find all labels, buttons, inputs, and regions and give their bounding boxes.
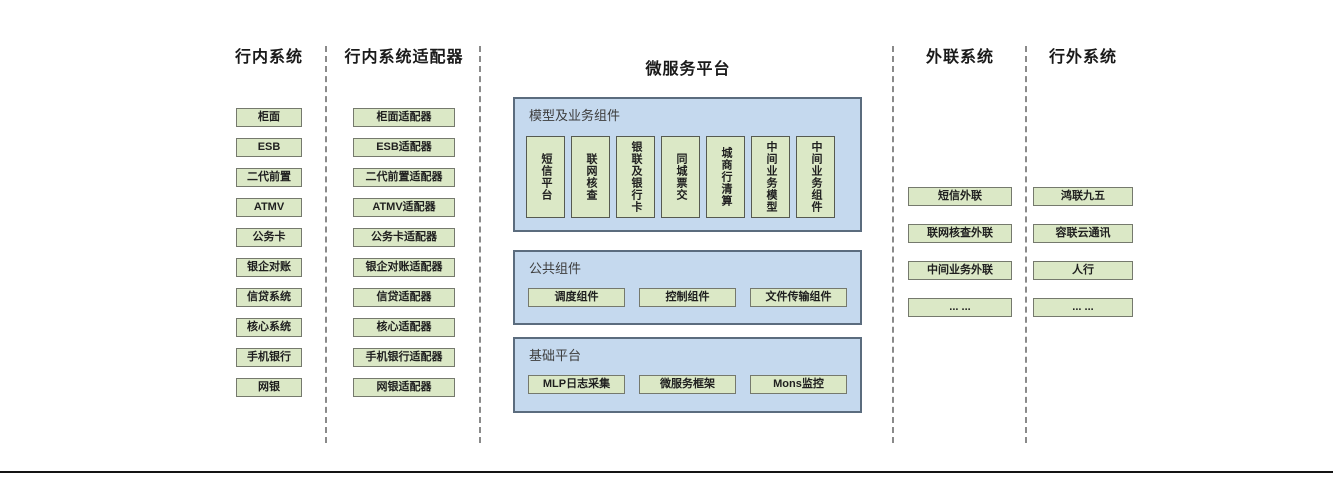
outside-systems-list: 鸿联九五 容联云通讯 人行 ... ... <box>1030 187 1136 335</box>
external-link-box: ... ... <box>908 298 1012 317</box>
system-box: 手机银行 <box>236 348 302 367</box>
adapter-box: 网银适配器 <box>353 378 455 397</box>
base-platform-panel: 基础平台 MLP日志采集 微服务框架 Mons监控 <box>513 337 862 413</box>
column-title: 外联系统 <box>925 49 994 66</box>
adapter-box: 银企对账适配器 <box>353 258 455 277</box>
component-box: 中间业务组件 <box>796 136 835 218</box>
system-box: 公务卡 <box>236 228 302 247</box>
component-box: 短信平台 <box>526 136 565 218</box>
system-box: 信贷系统 <box>236 288 302 307</box>
adapter-box: 核心适配器 <box>353 318 455 337</box>
panel-label: 模型及业务组件 <box>529 108 621 123</box>
component-box: 控制组件 <box>639 288 736 307</box>
column-internal-adapters: 行内系统适配器 柜面适配器 ESB适配器 二代前置适配器 ATMV适配器 公务卡… <box>340 48 468 408</box>
external-link-box: 短信外联 <box>908 187 1012 206</box>
adapter-box: ESB适配器 <box>353 138 455 157</box>
component-box: 调度组件 <box>528 288 625 307</box>
column-divider <box>479 46 481 443</box>
panel-label: 公共组件 <box>529 261 582 276</box>
component-box: 微服务框架 <box>639 375 736 394</box>
component-box: Mons监控 <box>750 375 847 394</box>
external-link-box: 联网核查外联 <box>908 224 1012 243</box>
internal-systems-list: 柜面 ESB 二代前置 ATMV 公务卡 银企对账 信贷系统 核心系统 手机银行… <box>205 108 333 408</box>
outside-system-box: 鸿联九五 <box>1033 187 1133 206</box>
adapter-box: 手机银行适配器 <box>353 348 455 367</box>
system-box: 二代前置 <box>236 168 302 187</box>
system-box: ESB <box>236 138 302 157</box>
column-title: 行外系统 <box>1048 49 1117 66</box>
system-box: 核心系统 <box>236 318 302 337</box>
external-link-box: 中间业务外联 <box>908 261 1012 280</box>
system-box: 网银 <box>236 378 302 397</box>
adapter-box: 二代前置适配器 <box>353 168 455 187</box>
component-box: 同城票交 <box>661 136 700 218</box>
microservice-platform-title: 微服务平台 <box>645 61 731 78</box>
model-components-row: 短信平台 联网核查 银联及银行卡 同城票交 城商行清算 中间业务模型 中间业务组… <box>526 136 860 218</box>
outside-system-box: 人行 <box>1033 261 1133 280</box>
common-components-row: 调度组件 控制组件 文件传输组件 <box>528 288 847 307</box>
column-title: 行内系统 <box>234 49 303 66</box>
outside-system-box: 容联云通讯 <box>1033 224 1133 243</box>
adapter-box: 柜面适配器 <box>353 108 455 127</box>
adapter-box: 信贷适配器 <box>353 288 455 307</box>
outside-system-box: ... ... <box>1033 298 1133 317</box>
column-divider <box>892 46 894 443</box>
base-platform-row: MLP日志采集 微服务框架 Mons监控 <box>528 375 847 394</box>
column-external-link-systems: 外联系统 短信外联 联网核查外联 中间业务外联 ... ... <box>903 48 1017 335</box>
external-link-list: 短信外联 联网核查外联 中间业务外联 ... ... <box>903 187 1017 335</box>
common-components-panel: 公共组件 调度组件 控制组件 文件传输组件 <box>513 250 862 325</box>
adapters-list: 柜面适配器 ESB适配器 二代前置适配器 ATMV适配器 公务卡适配器 银企对账… <box>340 108 468 408</box>
system-box: 柜面 <box>236 108 302 127</box>
model-business-components-panel: 模型及业务组件 短信平台 联网核查 银联及银行卡 同城票交 城商行清算 中间业务… <box>513 97 862 232</box>
column-outside-systems: 行外系统 鸿联九五 容联云通讯 人行 ... ... <box>1030 48 1136 335</box>
panel-label: 基础平台 <box>529 348 582 363</box>
column-divider <box>325 46 327 443</box>
column-divider <box>1025 46 1027 443</box>
column-title: 行内系统适配器 <box>344 49 464 66</box>
adapter-box: ATMV适配器 <box>353 198 455 217</box>
component-box: 文件传输组件 <box>750 288 847 307</box>
component-box: 中间业务模型 <box>751 136 790 218</box>
bottom-rule <box>0 471 1333 473</box>
system-box: ATMV <box>236 198 302 217</box>
component-box: 联网核查 <box>571 136 610 218</box>
system-box: 银企对账 <box>236 258 302 277</box>
column-internal-systems: 行内系统 柜面 ESB 二代前置 ATMV 公务卡 银企对账 信贷系统 核心系统… <box>205 48 333 408</box>
component-box: 银联及银行卡 <box>616 136 655 218</box>
component-box: 城商行清算 <box>706 136 745 218</box>
adapter-box: 公务卡适配器 <box>353 228 455 247</box>
component-box: MLP日志采集 <box>528 375 625 394</box>
